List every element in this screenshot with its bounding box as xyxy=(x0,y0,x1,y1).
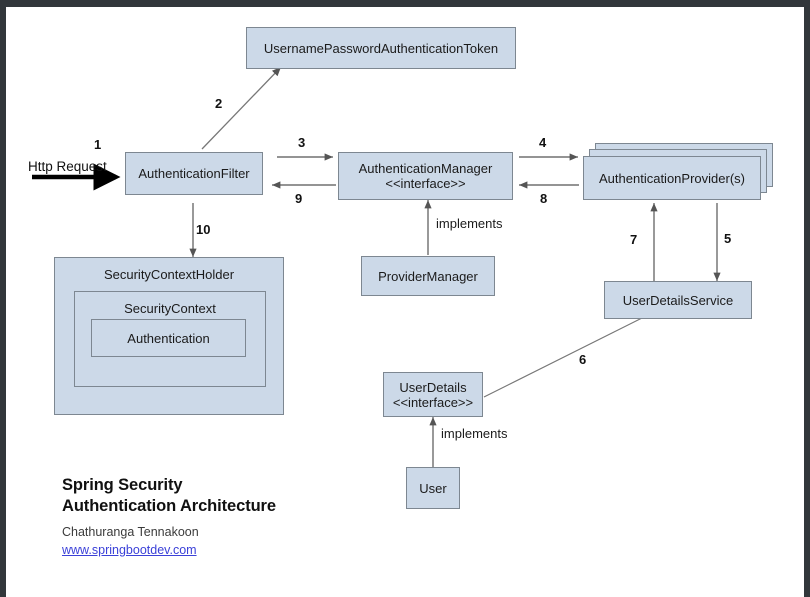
page-title-line-2: Authentication Architecture xyxy=(62,497,276,515)
implements-label-user: implements xyxy=(441,426,508,441)
edge-label-9: 9 xyxy=(295,191,303,206)
node-username-password-authentication-token[interactable]: UsernamePasswordAuthenticationToken xyxy=(246,27,516,69)
node-authentication-filter[interactable]: AuthenticationFilter xyxy=(125,152,263,195)
website-link[interactable]: www.springbootdev.com xyxy=(62,543,197,557)
node-user-details-service[interactable]: UserDetailsService xyxy=(604,281,752,319)
node-provider-manager[interactable]: ProviderManager xyxy=(361,256,495,296)
edge-label-5: 5 xyxy=(724,231,732,246)
edge-2-filter-to-token xyxy=(201,66,282,150)
node-authentication-manager[interactable]: AuthenticationManager <<interface>> xyxy=(338,152,513,200)
edge-label-4: 4 xyxy=(539,135,547,150)
node-user[interactable]: User xyxy=(406,467,460,509)
edge-label-1: 1 xyxy=(94,137,102,152)
node-authentication[interactable]: Authentication xyxy=(91,319,246,357)
window-frame-right xyxy=(804,0,810,597)
author-name: Chathuranga Tennakoon xyxy=(62,525,199,539)
node-user-details[interactable]: UserDetails <<interface>> xyxy=(383,372,483,417)
page-title-line-1: Spring Security xyxy=(62,476,183,494)
credits-block: Spring Security Authentication Architect… xyxy=(62,475,392,559)
http-request-label: Http Request xyxy=(28,159,107,174)
edge-label-7: 7 xyxy=(630,232,638,247)
diagram-canvas: UsernamePasswordAuthenticationToken Auth… xyxy=(6,7,804,597)
edge-label-2: 2 xyxy=(215,96,223,111)
edge-label-8: 8 xyxy=(540,191,548,206)
window-frame-top xyxy=(0,0,810,7)
edge-label-10: 10 xyxy=(196,222,211,237)
window-frame-left xyxy=(0,0,6,597)
edge-label-6: 6 xyxy=(579,352,587,367)
edge-label-3: 3 xyxy=(298,135,306,150)
node-authentication-provider[interactable]: AuthenticationProvider(s) xyxy=(583,156,761,200)
implements-label-provider-manager: implements xyxy=(436,216,503,231)
edge-6-user-details-service-to-user-details xyxy=(483,311,655,398)
